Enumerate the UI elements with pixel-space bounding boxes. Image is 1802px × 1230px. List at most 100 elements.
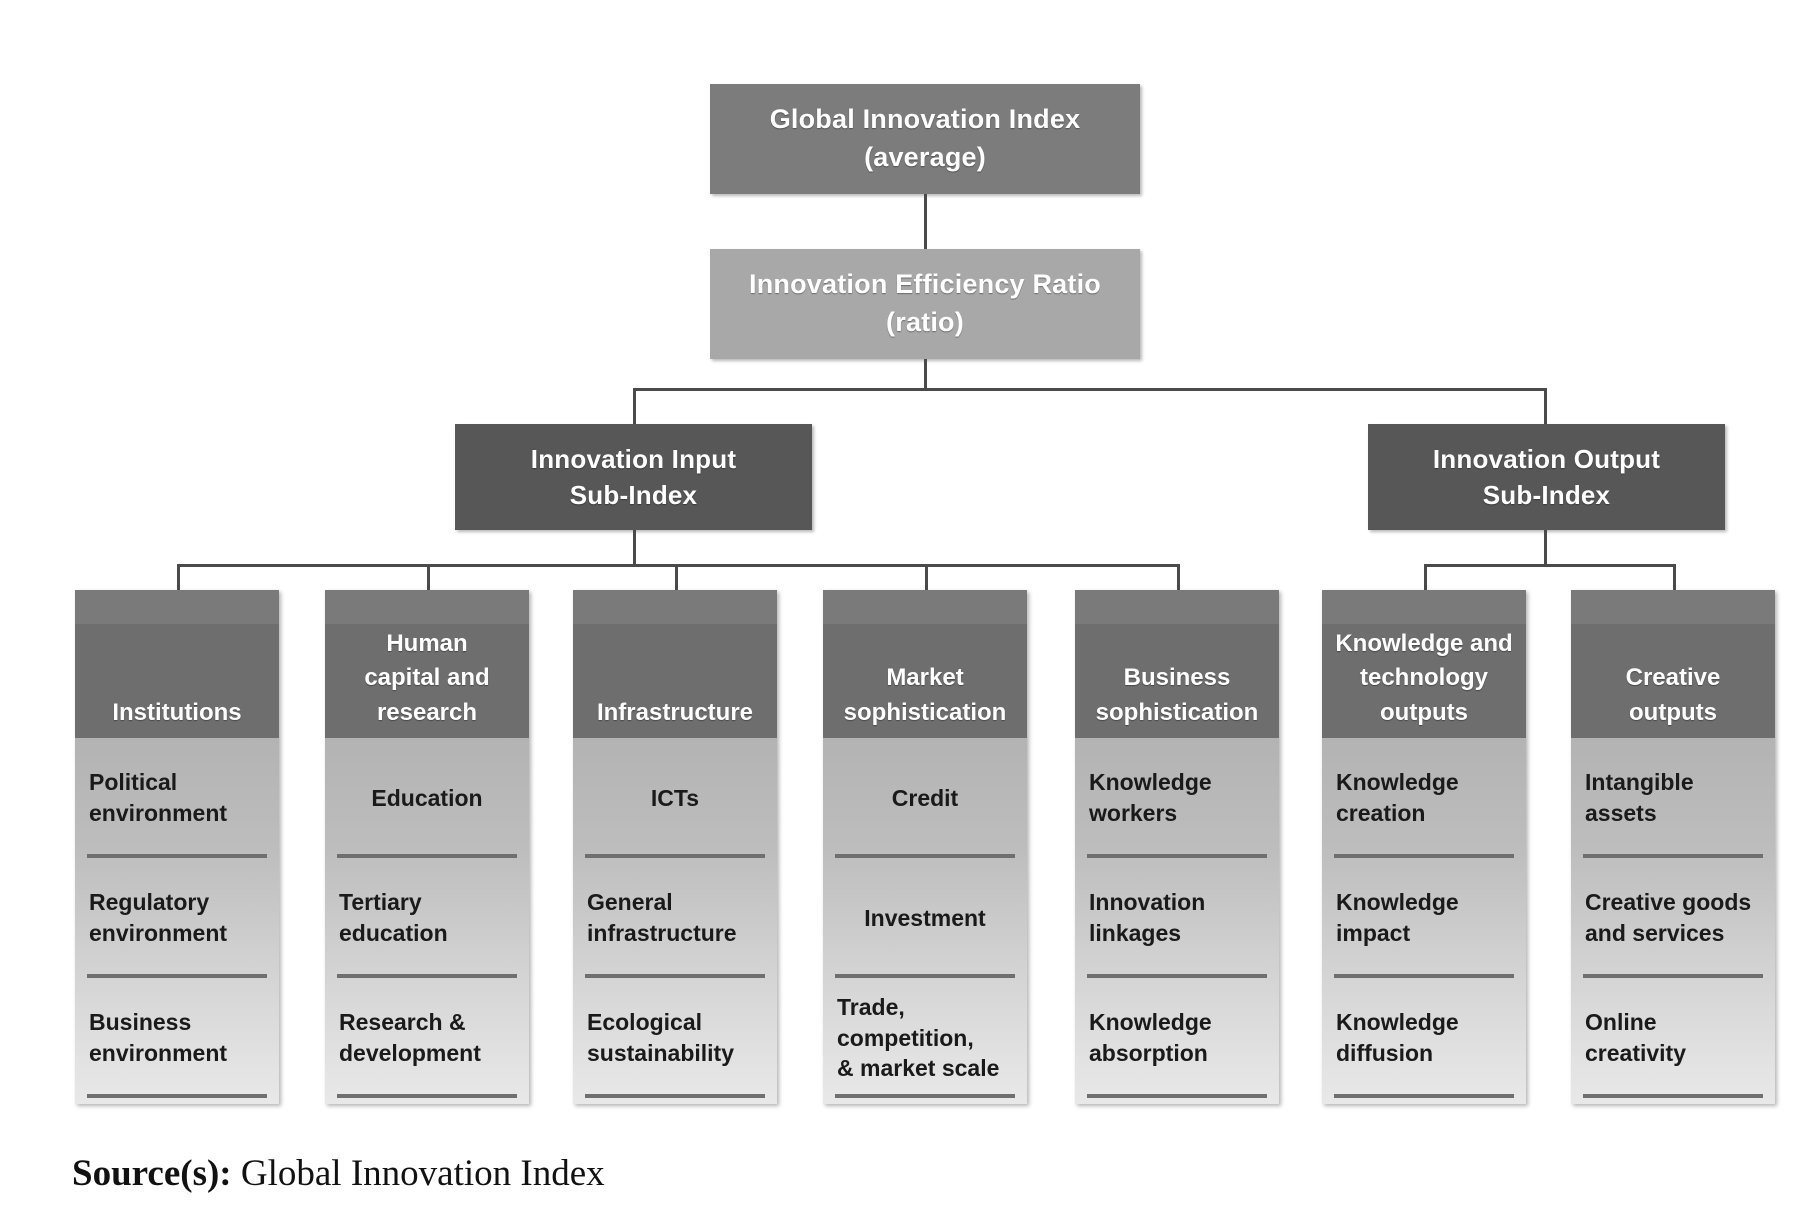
pillar-title-line: Institutions (112, 698, 242, 726)
node-innovation-efficiency-ratio: Innovation Efficiency Ratio (ratio) (710, 249, 1140, 359)
connector-to-input-subindex (633, 388, 636, 424)
node-line-1: Innovation Input (530, 443, 737, 474)
sub-pillar-line: environment (89, 1040, 228, 1066)
sub-pillar-line: General (587, 889, 673, 916)
sub-pillar-line: infrastructure (587, 920, 737, 946)
sub-pillar: Creative goods and services (1571, 858, 1775, 978)
node-innovation-output-sub-index: Innovation Output Sub-Index (1368, 424, 1725, 530)
connector-output-pillar-bus (1424, 564, 1676, 567)
connector-output-drop-2 (1673, 564, 1676, 590)
sub-pillar-line: Intangible (1585, 769, 1694, 796)
sub-pillar-line: environment (89, 920, 228, 946)
sub-pillar: Knowledge diffusion (1322, 978, 1526, 1098)
connector-ratio-stem (924, 359, 927, 388)
sub-pillar: Investment (823, 858, 1027, 978)
sub-pillar-line: Knowledge (1089, 769, 1212, 796)
sub-pillar: Research & development (325, 978, 529, 1098)
sub-pillar: Online creativity (1571, 978, 1775, 1098)
sub-pillar-line: education (339, 920, 448, 946)
connector-input-pillar-bus (177, 564, 1180, 567)
sub-pillar-line: creativity (1585, 1040, 1687, 1066)
sub-pillar: Business environment (75, 978, 279, 1098)
pillar-title-line: Business (1123, 664, 1231, 692)
pillar-title-line: sophistication (843, 698, 1007, 726)
sub-pillar-line: Online (1585, 1009, 1657, 1036)
sub-pillar: Political environment (75, 738, 279, 858)
pillar-title-line: sophistication (1095, 698, 1259, 726)
sub-pillar-line: diffusion (1336, 1040, 1434, 1066)
pillar-title-line: Infrastructure (596, 698, 754, 726)
sub-pillar: Knowledge impact (1322, 858, 1526, 978)
source-label: Source(s): (72, 1153, 232, 1194)
sub-pillar: Knowledge creation (1322, 738, 1526, 858)
sub-pillar: General infrastructure (573, 858, 777, 978)
node-global-innovation-index: Global Innovation Index (average) (710, 84, 1140, 194)
sub-pillar: Education (325, 738, 529, 858)
node-line-2: (average) (864, 142, 986, 172)
sub-pillar-line: Education (371, 784, 483, 811)
sub-pillar-line: linkages (1089, 920, 1182, 946)
sub-pillar-line: Research & (339, 1009, 466, 1036)
sub-pillar-line: creation (1336, 800, 1426, 826)
sub-pillar-line: Creative goods (1585, 889, 1752, 916)
sub-pillar-line: environment (89, 800, 228, 826)
sub-pillar-line: Business (89, 1009, 192, 1036)
sub-pillar-line: Knowledge (1336, 769, 1459, 796)
node-line-2: (ratio) (886, 307, 964, 337)
sub-pillar-line: workers (1089, 800, 1178, 826)
sub-pillar-line: competition, (837, 1024, 974, 1051)
sub-pillar-line: Knowledge (1336, 889, 1459, 916)
pillar-header: Business sophistication (1075, 590, 1279, 738)
pillar-title-line: Market (886, 664, 964, 692)
sub-pillar-line: Innovation (1089, 889, 1206, 916)
sub-pillar-line: Knowledge (1336, 1009, 1459, 1036)
pillar-header: Infrastructure (573, 590, 777, 738)
pillar-title-line: outputs (1629, 698, 1717, 726)
node-innovation-input-sub-index: Innovation Input Sub-Index (455, 424, 812, 530)
connector-input-stem (633, 530, 636, 564)
sub-pillar: Trade,competition,& market scale (823, 978, 1027, 1098)
connector-subindex-bus (633, 388, 1547, 391)
node-line-2: Sub-Index (569, 480, 698, 510)
node-line-1: Innovation Output (1432, 443, 1661, 474)
sub-pillar-line: Political (89, 769, 178, 796)
pillar-header: Market sophistication (823, 590, 1027, 738)
sub-pillar-line: and services (1585, 920, 1725, 946)
sub-pillar-line: assets (1585, 800, 1657, 826)
connector-input-drop-4 (925, 564, 928, 590)
node-line-1: Global Innovation Index (769, 104, 1081, 135)
connector-output-drop-1 (1424, 564, 1427, 590)
sub-pillar-line: development (339, 1040, 481, 1066)
sub-pillar-line: Credit (891, 784, 959, 811)
sub-pillar-line: ICTs (650, 784, 700, 811)
sub-pillar: ICTs (573, 738, 777, 858)
connector-input-drop-5 (1177, 564, 1180, 590)
sub-pillar-line: impact (1336, 920, 1411, 946)
sub-pillar-line: Regulatory (89, 889, 210, 916)
connector-gii-to-ratio (924, 194, 927, 249)
connector-input-drop-1 (177, 564, 180, 590)
pillar-header: Institutions (75, 590, 279, 738)
source-text: Global Innovation Index (240, 1153, 605, 1194)
sub-pillar-line: Trade, (837, 994, 905, 1021)
pillar-title-line: Creative (1625, 664, 1721, 692)
pillar-title-line: capital and (364, 664, 490, 692)
sub-pillar-line: absorption (1089, 1040, 1208, 1066)
pillar-title-line: Knowledge and (1335, 630, 1513, 658)
connector-to-output-subindex (1544, 388, 1547, 424)
pillar-header: Creative outputs (1571, 590, 1775, 738)
sub-pillar-line: Investment (864, 904, 986, 931)
